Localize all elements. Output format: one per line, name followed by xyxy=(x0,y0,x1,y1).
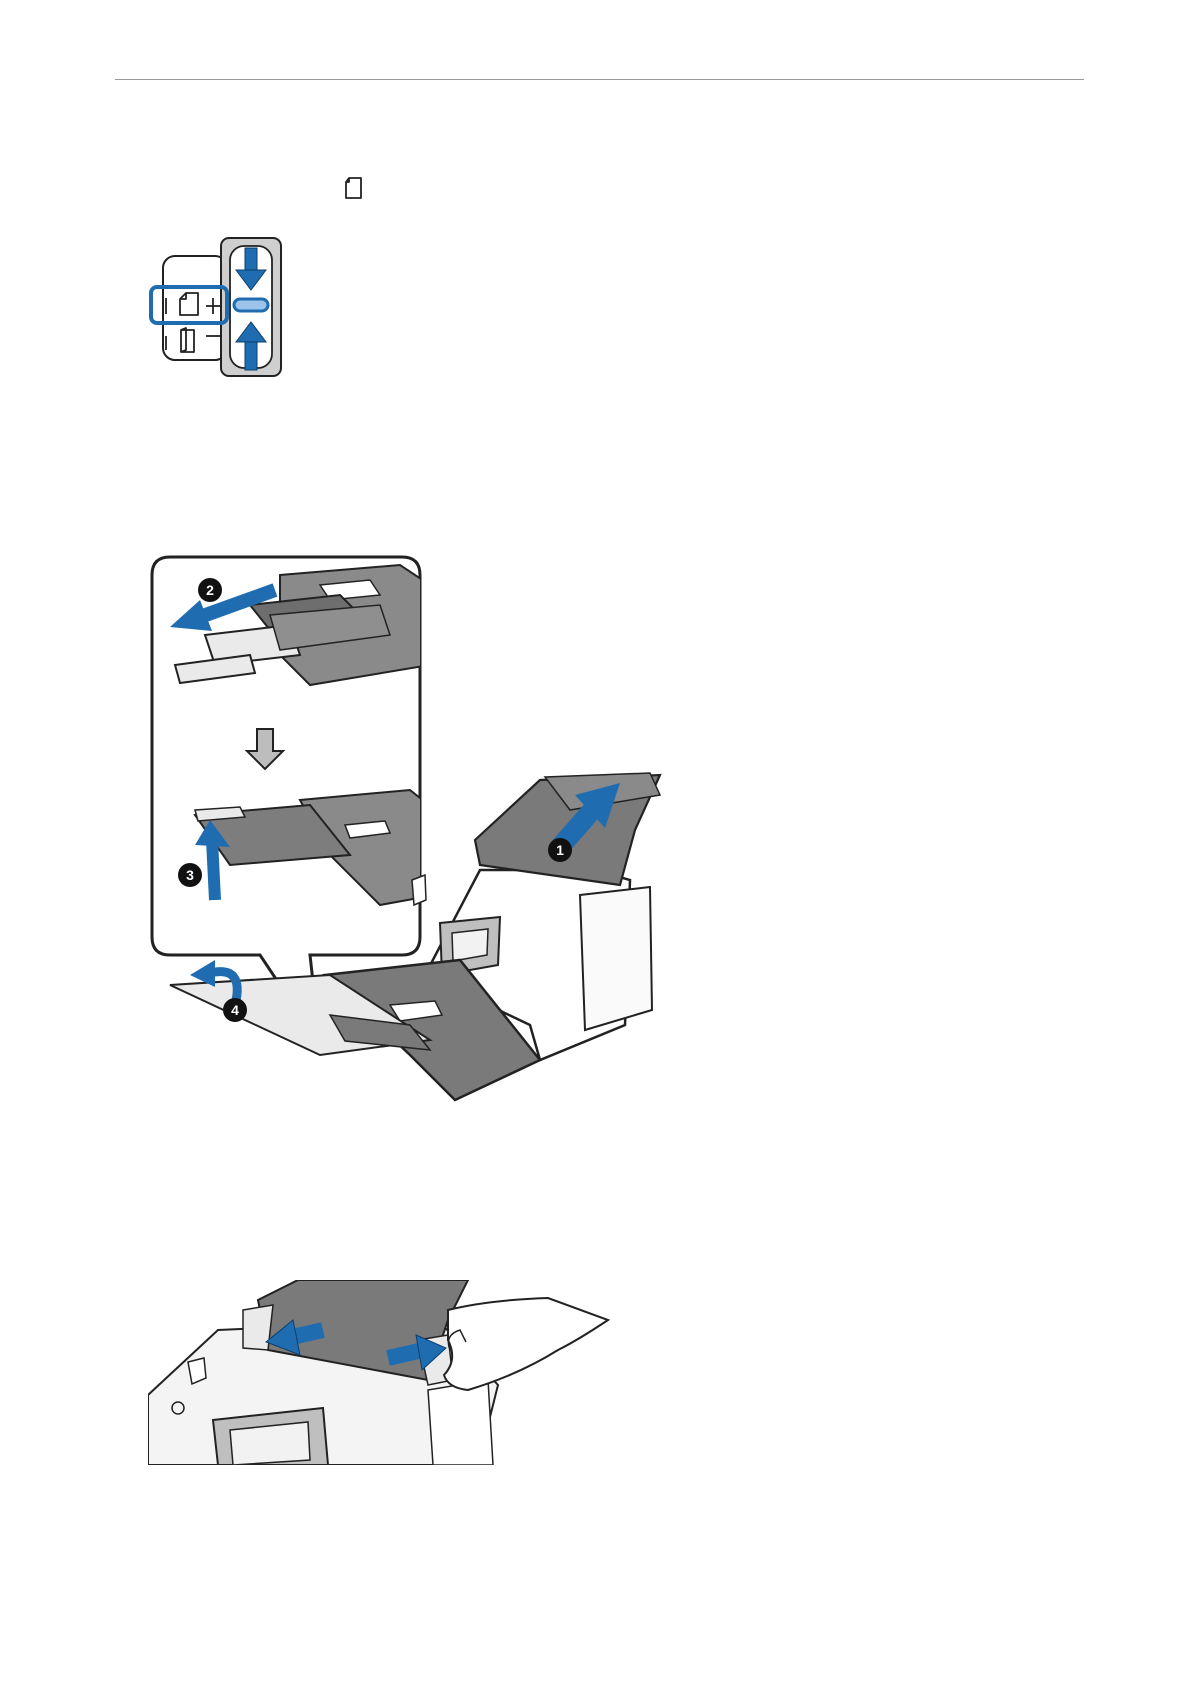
callout-badge-3: 3 xyxy=(178,863,202,887)
callout-badge-4: 4 xyxy=(223,998,247,1022)
svg-text:4: 4 xyxy=(231,1002,239,1018)
hand-icon xyxy=(444,1298,608,1390)
svg-text:2: 2 xyxy=(206,582,214,598)
header-rule xyxy=(115,79,1084,80)
svg-text:1: 1 xyxy=(556,842,564,858)
callout-badge-2: 2 xyxy=(198,578,222,602)
thickness-switch-figure xyxy=(148,236,288,378)
portrait-sheet-icon xyxy=(343,176,365,200)
callout-badge-1: 1 xyxy=(548,838,572,862)
edge-guides-figure xyxy=(148,1280,618,1465)
svg-text:3: 3 xyxy=(186,867,194,883)
tray-extension-figure: 1 2 3 4 xyxy=(150,555,690,1185)
